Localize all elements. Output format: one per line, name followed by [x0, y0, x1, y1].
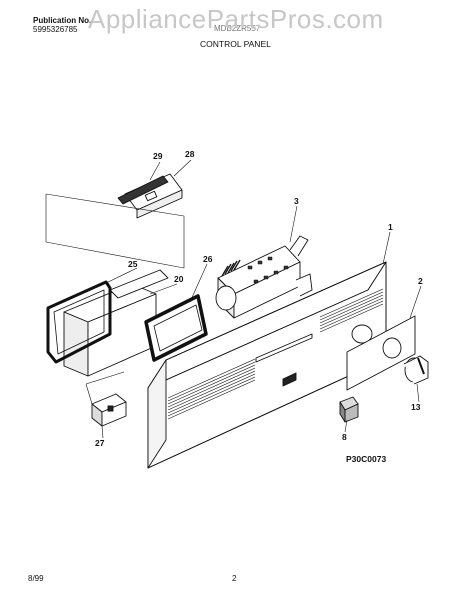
part-8-rocker-switch [339, 396, 359, 423]
footer-page-number: 2 [232, 574, 237, 583]
figure-code: P30C0073 [346, 454, 386, 464]
vent-louvers-left [167, 358, 256, 420]
part-27-connector [85, 371, 127, 427]
section-title: CONTROL PANEL [200, 39, 271, 49]
part-3-control-module [215, 235, 313, 319]
callout-leaders [99, 159, 422, 439]
footer-date: 8/99 [28, 574, 44, 583]
switch-opening [282, 372, 297, 387]
part-20-display-housing [63, 269, 169, 377]
model-number: MDB2ZR557 [214, 24, 261, 33]
callout-2: 2 [418, 276, 423, 286]
connector-pins [221, 259, 241, 277]
vent-louvers-right [319, 288, 384, 333]
callout-8: 8 [342, 432, 347, 442]
part-25-gasket [46, 280, 112, 364]
callout-1: 1 [388, 222, 393, 232]
part-13-knob [403, 355, 429, 385]
part-2-overlay [346, 315, 416, 391]
knob-hole [351, 324, 373, 344]
part-26-window-gasket [144, 294, 208, 362]
callout-26: 26 [203, 254, 213, 264]
callout-25: 25 [128, 259, 138, 269]
callout-29: 29 [153, 151, 163, 161]
callout-3: 3 [294, 196, 299, 206]
publication-number: 5995326785 [33, 25, 78, 34]
callout-27: 27 [95, 438, 105, 448]
callout-20: 20 [174, 274, 184, 284]
display-sheet [45, 193, 185, 269]
overlay-knob-hole [382, 337, 402, 359]
callout-13: 13 [411, 402, 421, 412]
watermark: AppliancePartsPros.com [88, 4, 384, 34]
part-1-control-panel [147, 261, 387, 469]
part-28-29-display-lens [117, 173, 183, 219]
publication-label: Publication No. [33, 16, 92, 25]
handle-slot [255, 333, 313, 363]
callout-28: 28 [185, 149, 195, 159]
